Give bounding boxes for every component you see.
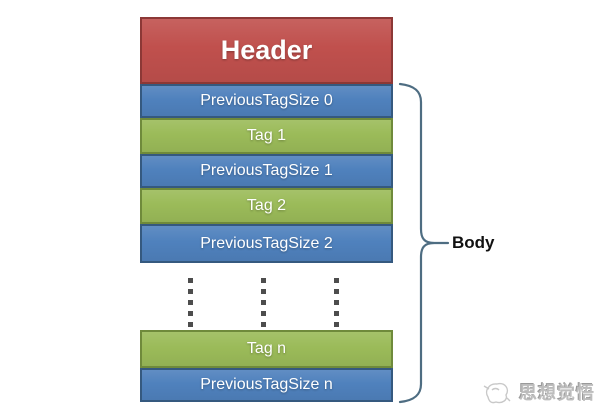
body-label: Body — [452, 233, 495, 252]
tag-n-block: Tag n — [140, 330, 393, 368]
previous-tag-size-n-block: PreviousTagSize n — [140, 368, 393, 402]
watermark: 思想觉悟 — [481, 378, 595, 406]
previous-tag-size-1-block: PreviousTagSize 1 — [140, 154, 393, 188]
previous-tag-size-0-block: PreviousTagSize 0 — [140, 84, 393, 118]
tag-1-block: Tag 1 — [140, 118, 393, 154]
ellipsis-dots-column — [334, 278, 339, 327]
body-brace — [398, 82, 450, 404]
ellipsis-dots-column — [188, 278, 193, 327]
header-block: Header — [140, 17, 393, 84]
tag-2-block: Tag 2 — [140, 188, 393, 224]
previous-tag-size-2-block: PreviousTagSize 2 — [140, 224, 393, 263]
watermark-logo-icon — [483, 382, 511, 404]
watermark-text: 思想觉悟 — [519, 383, 595, 403]
ellipsis-dots-column — [261, 278, 266, 327]
